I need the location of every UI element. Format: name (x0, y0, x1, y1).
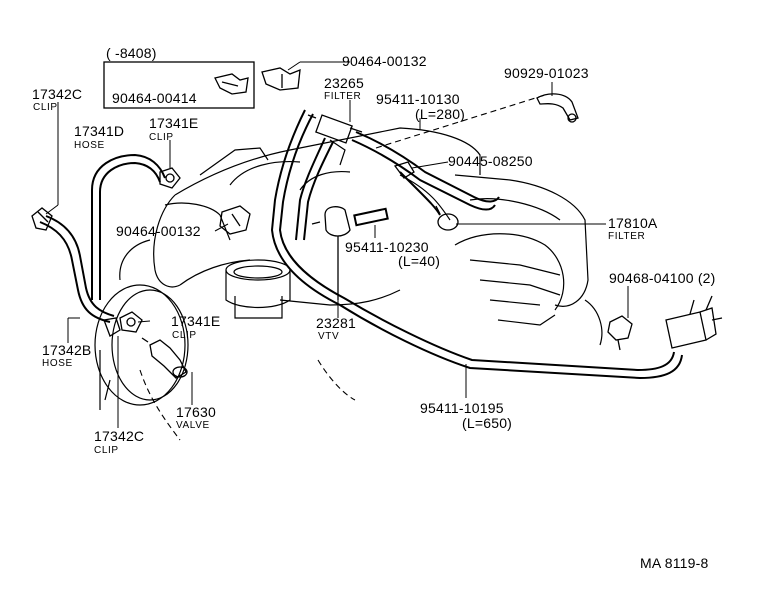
bracket-90929-icon (536, 93, 579, 123)
label-17341d: 17341D (74, 123, 124, 139)
inset-range-label: ( -8408) (106, 45, 157, 61)
label-90464-mid: 90464-00132 (116, 223, 201, 239)
label-17630-name: VALVE (176, 420, 210, 431)
clip-17341e-low-icon (119, 311, 143, 333)
filter-17810a-icon (435, 205, 459, 231)
hoses (39, 109, 683, 380)
label-90464-top: 90464-00132 (342, 53, 427, 69)
label-17342b-name: HOSE (42, 358, 73, 369)
label-95411-10130: 95411-10130 (376, 91, 460, 107)
clamp-90464-top-icon (261, 67, 301, 91)
label-17342b: 17342B (42, 342, 91, 358)
filter-23265-icon (307, 114, 363, 144)
diagram-id: MA 8119-8 (640, 555, 708, 571)
label-95411-10230-length: (L=40) (398, 253, 440, 269)
clamp-90468-icon (607, 315, 633, 351)
label-17341e-top-name: CLIP (149, 132, 174, 143)
inset-box (103, 61, 255, 109)
clip-17342c-low-icon (103, 317, 121, 337)
pulley (94, 284, 189, 410)
label-23265: 23265 (324, 75, 364, 91)
inset-part-label: 90464-00414 (112, 90, 197, 106)
dashed-guide-3 (139, 369, 181, 441)
label-17810a-name: FILTER (608, 231, 645, 242)
label-23265-name: FILTER (324, 91, 361, 102)
engine-outline (119, 127, 603, 346)
vtv-23281-icon (311, 206, 351, 300)
label-95411-10195: 95411-10195 (420, 400, 504, 416)
label-17341e-top: 17341E (149, 115, 198, 131)
label-95411-10195-length: (L=650) (462, 415, 512, 431)
valve-17630-icon (141, 337, 188, 379)
dashed-guide-2 (317, 359, 356, 401)
labels: ( -8408) 90464-00414 17342C CLIP 17341D … (32, 45, 716, 571)
clip-17342c-top-icon (31, 207, 53, 231)
canister-icon (665, 295, 723, 349)
label-17341e-low: 17341E (171, 313, 220, 329)
label-17630: 17630 (176, 404, 216, 420)
label-17342c-top-name: CLIP (33, 102, 58, 113)
label-17810a: 17810A (608, 215, 658, 231)
clamp-90464-mid-icon (219, 205, 251, 235)
leader-lines (45, 61, 629, 428)
label-23281-name: VTV (318, 331, 339, 342)
label-23281: 23281 (316, 315, 356, 331)
label-17342c-low-name: CLIP (94, 445, 119, 456)
label-17341d-name: HOSE (74, 140, 105, 151)
clip-17341e-top-icon (159, 167, 181, 189)
label-17342c-low: 17342C (94, 428, 144, 444)
label-90468: 90468-04100 (2) (609, 270, 716, 286)
label-17342c-top: 17342C (32, 86, 82, 102)
label-17341e-low-name: CLIP (172, 330, 197, 341)
clamp-90445-icon (393, 161, 415, 179)
label-95411-10230: 95411-10230 (345, 239, 429, 255)
label-95411-10130-length: (L=280) (415, 106, 465, 122)
inset-clamp-icon (214, 73, 249, 95)
label-90445: 90445-08250 (448, 153, 533, 169)
label-90929: 90929-01023 (504, 65, 589, 81)
